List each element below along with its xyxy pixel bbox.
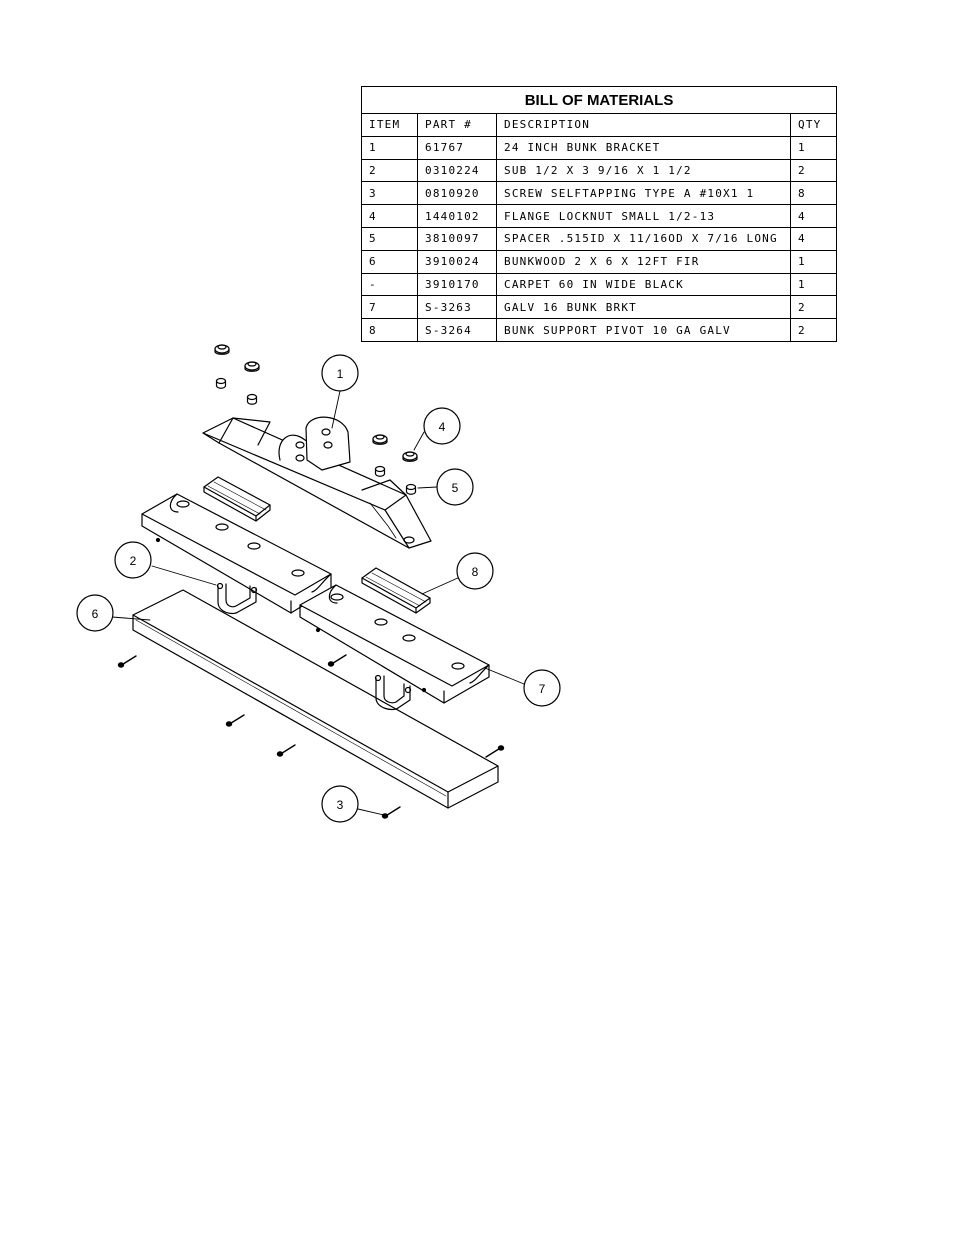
- bom-title: BILL OF MATERIALS: [360, 86, 838, 114]
- callout-6: [76, 594, 114, 632]
- callout-2: [114, 541, 152, 579]
- bunk-support-pivot-upper: [203, 476, 271, 522]
- callout-label-3: 3: [337, 798, 344, 812]
- bom-row: 6 3910024 BUNKWOOD 2 X 6 X 12FT FIR 1: [361, 249, 838, 274]
- bom-row: 4 1440102 FLANGE LOCKNUT SMALL 1/2-13 4: [361, 204, 838, 228]
- callout-7: [523, 669, 561, 707]
- bunk-bracket-24in: [202, 416, 432, 549]
- callout-label-7: 7: [539, 682, 546, 696]
- flange-locknut: [402, 451, 418, 462]
- u-bolt-left: [216, 582, 258, 615]
- screw: [327, 654, 347, 667]
- galv-bunk-bracket-right: [299, 584, 490, 704]
- galv-bunk-bracket-left: [141, 493, 332, 614]
- callout-label-5: 5: [452, 481, 459, 495]
- bom-cell-qty: 2: [789, 318, 838, 342]
- spacer: [405, 483, 417, 495]
- bill-of-materials-table: BILL OF MATERIALS ITEM PART # DESCRIPTIO…: [360, 86, 838, 342]
- screw: [225, 714, 245, 727]
- flange-locknut: [214, 344, 230, 355]
- callout-8: [456, 552, 494, 590]
- callout-balloons: [76, 354, 561, 823]
- bom-cell-description: GALV 16 BUNK BRKT: [496, 295, 791, 320]
- bunkwood-board: [132, 589, 499, 809]
- callout-4: [423, 407, 461, 445]
- callout-labels: 1 2 3 4 5 6 7 8: [92, 367, 546, 812]
- bom-row: 3 0810920 SCREW SELFTAPPING TYPE A #10X1…: [361, 181, 838, 206]
- callout-leaders: [111, 390, 525, 816]
- spacer: [246, 393, 258, 405]
- bom-cell-part: 3810097: [417, 226, 497, 251]
- bom-row: 5 3810097 SPACER .515ID X 11/16OD X 7/16…: [361, 226, 838, 251]
- spacer-group: [215, 377, 417, 495]
- screw: [485, 745, 505, 758]
- callout-5: [436, 468, 474, 506]
- bom-cell-description: SCREW SELFTAPPING TYPE A #10X1 1: [496, 181, 791, 206]
- callout-label-6: 6: [92, 607, 99, 621]
- bom-cell-description: BUNK SUPPORT PIVOT 10 GA GALV: [496, 318, 791, 342]
- callout-label-8: 8: [472, 565, 479, 579]
- callout-3: [321, 785, 359, 823]
- callout-1: [321, 354, 359, 392]
- flange-locknut-group: [214, 344, 418, 462]
- bom-cell-part: 0810920: [417, 181, 497, 206]
- u-bolt-right: [374, 674, 412, 711]
- bom-header-item: ITEM: [361, 113, 418, 137]
- screw: [276, 744, 296, 757]
- callout-label-1: 1: [337, 367, 344, 381]
- screw: [381, 806, 401, 819]
- screw-group: [117, 654, 505, 819]
- flange-locknut: [244, 361, 260, 372]
- spacer: [374, 465, 386, 477]
- callout-label-4: 4: [439, 420, 446, 434]
- spacer: [215, 377, 227, 389]
- bom-row: - 3910170 CARPET 60 IN WIDE BLACK 1: [361, 272, 838, 297]
- bom-cell-description: FLANGE LOCKNUT SMALL 1/2-13: [496, 204, 791, 228]
- bom-cell-part: S-3264: [417, 318, 497, 342]
- callout-label-2: 2: [130, 554, 137, 568]
- flange-locknut: [372, 434, 388, 445]
- bunk-support-pivot-lower: [361, 567, 431, 614]
- screw: [117, 655, 137, 668]
- bom-header-qty: QTY: [789, 113, 838, 137]
- bom-row: 8 S-3264 BUNK SUPPORT PIVOT 10 GA GALV 2: [361, 318, 838, 342]
